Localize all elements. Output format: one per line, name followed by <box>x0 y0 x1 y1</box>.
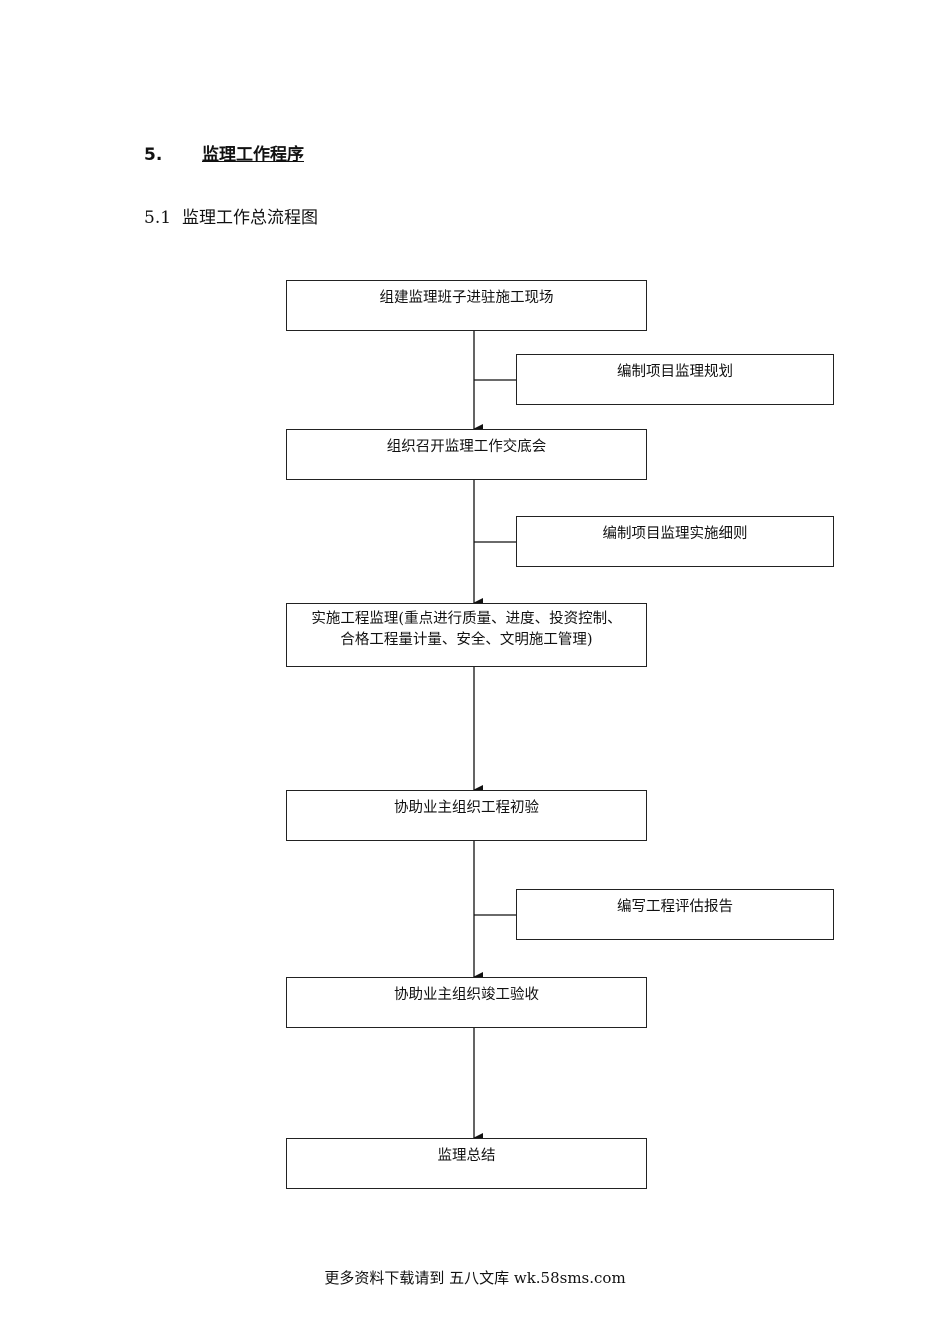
step-label: 协助业主组织竣工验收 <box>394 987 539 1003</box>
side-step-label: 编制项目监理规划 <box>617 364 733 380</box>
flow-step-setup-team: 组建监理班子进驻施工现场 <box>286 280 647 331</box>
step-label: 组织召开监理工作交底会 <box>386 439 547 455</box>
flow-side-plan: 编制项目监理规划 <box>516 354 834 405</box>
flow-step-summary: 监理总结 <box>286 1138 647 1189</box>
section-heading: 5. 监理工作程序 <box>144 140 304 165</box>
flow-step-briefing-meeting: 组织召开监理工作交底会 <box>286 429 647 480</box>
step-label-line2: 合格工程量计量、安全、文明施工管理) <box>340 632 593 648</box>
side-step-label: 编制项目监理实施细则 <box>602 526 748 542</box>
step-label-line1: 实施工程监理(重点进行质量、进度、投资控制、 <box>311 611 622 627</box>
step-label: 监理总结 <box>437 1148 496 1164</box>
flow-step-completion-acceptance: 协助业主组织竣工验收 <box>286 977 647 1028</box>
section-title: 监理工作程序 <box>202 145 304 165</box>
subsection-number: 5.1 <box>144 208 172 228</box>
step-label: 协助业主组织工程初验 <box>394 800 539 816</box>
subsection-heading: 5.1 监理工作总流程图 <box>144 203 318 228</box>
side-step-label: 编写工程评估报告 <box>617 899 733 915</box>
footer-watermark: 更多资料下载请到 五八文库 wk.58sms.com <box>324 1269 626 1287</box>
flow-step-implement-supervision: 实施工程监理(重点进行质量、进度、投资控制、 合格工程量计量、安全、文明施工管理… <box>286 603 647 667</box>
section-number: 5. <box>144 145 163 165</box>
flow-side-detailed-rules: 编制项目监理实施细则 <box>516 516 834 567</box>
step-label: 组建监理班子进驻施工现场 <box>379 290 554 306</box>
flow-side-evaluation-report: 编写工程评估报告 <box>516 889 834 940</box>
flow-step-initial-inspection: 协助业主组织工程初验 <box>286 790 647 841</box>
subsection-title: 监理工作总流程图 <box>182 208 318 228</box>
